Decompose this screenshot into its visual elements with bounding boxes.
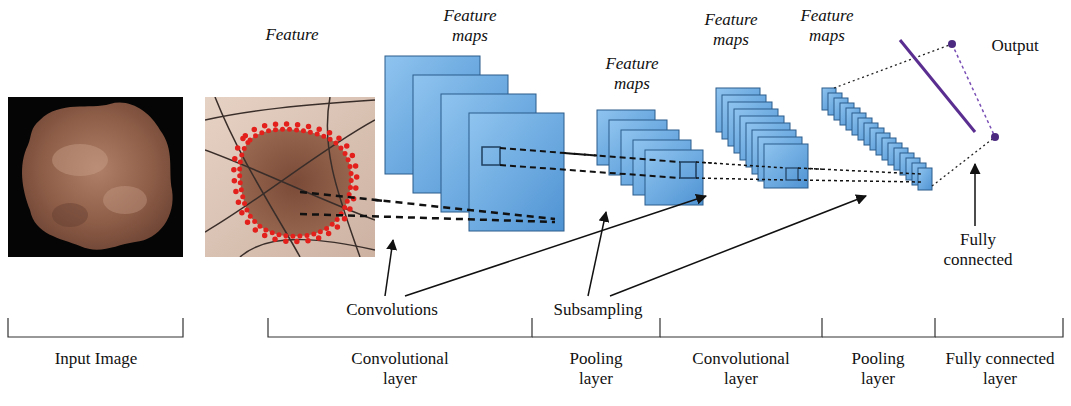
pointer-arrows [385,164,975,296]
bracket [935,318,1063,337]
kernel-square [786,168,798,180]
feature-map-stack: Feature maps [716,88,808,188]
bracket [660,318,822,337]
output-link [952,44,995,137]
annotation-label: Convolutions [332,300,452,320]
receptive-line [798,168,921,174]
feature-map [469,113,564,231]
hair-lines [205,97,375,257]
layer-label: Convolutional layer [686,349,796,389]
lesion-patch [52,203,88,227]
feature-image [205,97,375,257]
dashed-connector [564,153,597,156]
annotation-label: Output [985,36,1045,56]
receptive-line [500,165,680,178]
output-dot [991,133,999,141]
dashed-connector [808,168,822,170]
feature-heading: Feature maps [696,10,766,50]
output-dot [948,40,956,48]
receptive-line [500,148,680,162]
hair [205,100,375,120]
bracket [532,318,660,337]
feature-heading: Feature maps [792,6,862,46]
layer-label: Fully connected layer [940,349,1060,389]
layer-label: Pooling layer [838,349,918,389]
feature-heading: Feature [257,25,327,45]
lesion-patch [103,186,147,214]
feature-map-stack: Feature maps [822,88,932,190]
lesion [22,103,173,250]
feature-map-stack: Feature maps [597,110,703,205]
pointer-arrow [385,240,393,296]
receptive-line [798,180,921,182]
feature-map [764,144,808,188]
layer-brackets [8,318,1063,337]
annotation-label: Fully connected [936,230,1021,270]
bracket [822,318,935,337]
bracket [8,318,183,337]
layer-label: Convolutional layer [345,349,455,389]
kernel-square [680,162,696,178]
dotted-link [932,137,995,186]
lesion-patch [52,144,108,176]
feature-heading: Feature maps [435,6,505,46]
feature-points [240,129,352,236]
feature-heading: Feature maps [597,54,667,94]
feature-image-box: Feature [205,97,375,257]
annotation-label: Subsampling [543,300,653,320]
receptive-line [300,214,555,222]
pointer-arrow [588,212,606,296]
feature-map [918,168,932,190]
feature-map-stack: Feature maps [385,56,564,231]
fully-connected-output [834,40,999,186]
image-ground [8,97,183,257]
layer-label: Pooling layer [556,349,636,389]
layer-label: Input Image [26,349,166,369]
pointer-arrow [974,164,976,226]
receptive-line [696,178,786,180]
skin-ground [205,97,375,257]
receptive-line [696,162,786,168]
kernel-square [482,147,500,165]
input-image [8,97,183,257]
pointer-arrow [405,196,706,296]
dashed-connector [375,200,385,201]
bracket [268,318,532,337]
feature-points [234,124,357,242]
fc-vector [900,40,975,132]
dashed-connector [703,162,716,164]
pointer-arrow [610,196,866,296]
